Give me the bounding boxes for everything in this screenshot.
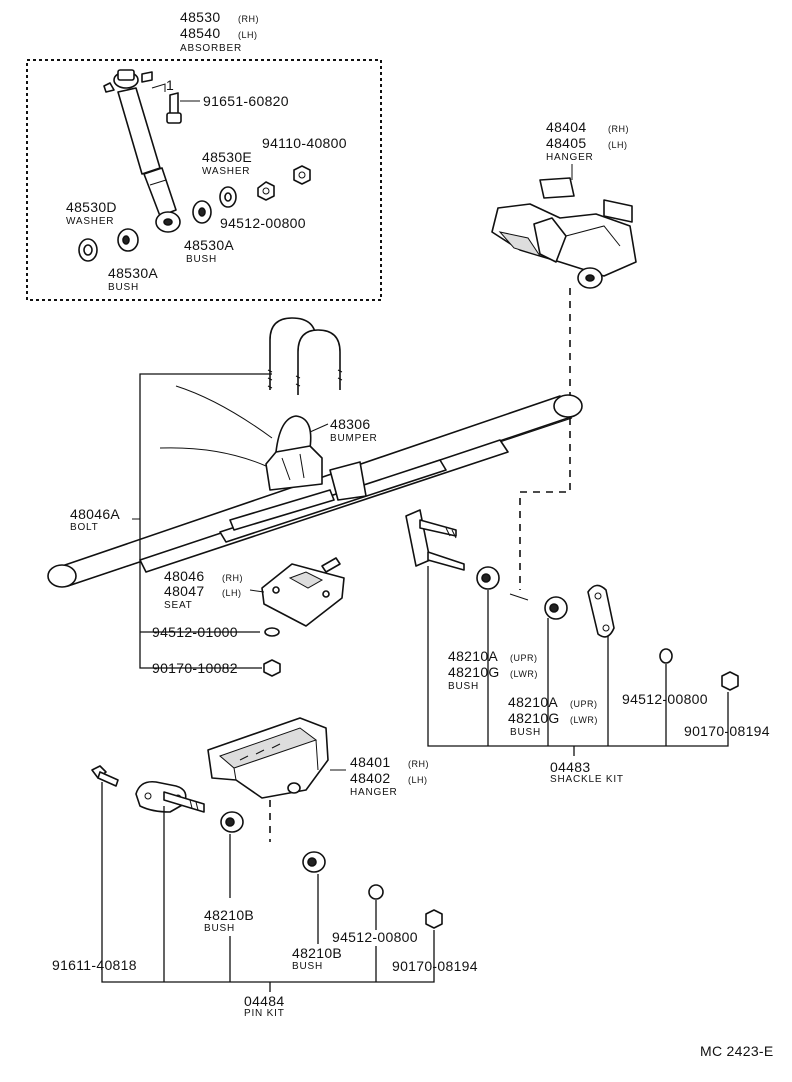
label-bush-b2: BUSH (292, 961, 323, 972)
label-48530d: 48530D (66, 199, 117, 215)
label-absorber: ABSORBER (180, 43, 242, 54)
absorber-group-box (26, 59, 382, 301)
label-48530e: 48530E (202, 149, 252, 165)
label-48405: 48405 (546, 135, 586, 151)
label-48210g-lwr-2-side: (LWR) (570, 715, 598, 725)
label-48210b-1: 48210B (204, 907, 254, 923)
label-94512-00800-top: 94512-00800 (220, 215, 306, 231)
label-48530a-right: 48530A (184, 237, 234, 253)
shackle-washer-icon (659, 648, 673, 664)
label-48047-side: (LH) (222, 588, 242, 598)
label-48046-side: (RH) (222, 573, 243, 583)
label-48405-side: (LH) (608, 140, 628, 150)
label-bush-s1: BUSH (448, 681, 479, 692)
label-94512-00800-bot: 94512-00800 (332, 929, 418, 945)
label-bush-s2: BUSH (510, 727, 541, 738)
label-48046: 48046 (164, 568, 204, 584)
leaf-spring-illustration (47, 394, 583, 588)
label-48210g-lwr-1: 48210G (448, 664, 500, 680)
label-94110-40800: 94110-40800 (262, 135, 347, 151)
pin-nut-icon (425, 909, 443, 929)
washer-94512-01000-icon (264, 627, 280, 637)
nut-94512-top-icon (257, 181, 275, 201)
label-washer-d: WASHER (66, 216, 114, 227)
shackle-nut-icon (721, 671, 739, 691)
shackle-bush-lower-icon (544, 596, 568, 620)
rear-hanger-illustration (491, 177, 637, 289)
label-94512-01000: 94512-01000 (152, 624, 238, 640)
bolt-91611-icon (91, 765, 119, 787)
spring-pin-illustration (135, 780, 205, 813)
label-90170-10082: 90170-10082 (152, 660, 238, 676)
label-bush-right: BUSH (186, 254, 217, 265)
label-pin-kit: PIN KIT (244, 1008, 285, 1019)
label-04484: 04484 (244, 993, 284, 1009)
figure-code: MC 2423-E (700, 1043, 774, 1059)
label-90170-08194-mid: 90170-08194 (684, 723, 770, 739)
label-48210b-2: 48210B (292, 945, 342, 961)
label-48046a: 48046A (70, 506, 120, 522)
front-hanger-illustration (207, 717, 329, 799)
pin-bush-2-icon (302, 851, 326, 873)
label-48210g-lwr-1-side: (LWR) (510, 669, 538, 679)
label-bush-b1: BUSH (204, 923, 235, 934)
label-48401: 48401 (350, 754, 390, 770)
label-shackle-kit: SHACKLE KIT (550, 774, 624, 785)
label-48401-side: (RH) (408, 759, 429, 769)
label-48210a-upr-1: 48210A (448, 648, 498, 664)
label-48540-side: (LH) (238, 30, 258, 40)
label-48210a-upr-2: 48210A (508, 694, 558, 710)
u-bolt-illustration (267, 317, 343, 395)
label-48210g-lwr-2: 48210G (508, 710, 560, 726)
washer-48530d-icon (78, 238, 98, 262)
bush-48530a-left-icon (117, 228, 139, 252)
shackle-plate-inner-illustration (405, 509, 465, 571)
label-91611-40818: 91611-40818 (52, 957, 137, 973)
label-48404-side: (RH) (608, 124, 629, 134)
seat-48046-illustration (261, 557, 345, 627)
label-48404: 48404 (546, 119, 586, 135)
label-bolt: BOLT (70, 522, 99, 533)
label-48306: 48306 (330, 416, 370, 432)
pin-bush-1-icon (220, 811, 244, 833)
shock-absorber-illustration (103, 69, 181, 233)
bumper-48306-illustration (265, 415, 323, 491)
label-bumper: BUMPER (330, 433, 378, 444)
nut-90170-10082-icon (263, 659, 281, 677)
pin-washer-icon (368, 884, 384, 900)
label-91651-60820: 91651-60820 (203, 93, 289, 109)
label-48530a-left: 48530A (108, 265, 158, 281)
shackle-plate-outer-illustration (587, 584, 615, 638)
label-90170-08194-bot: 90170-08194 (392, 958, 478, 974)
label-seat: SEAT (164, 600, 193, 611)
label-washer-e: WASHER (202, 166, 250, 177)
callout-1: 1 (166, 77, 174, 93)
label-48402: 48402 (350, 770, 390, 786)
label-48210a-upr-1-side: (UPR) (510, 653, 538, 663)
nut-94110-icon (293, 165, 311, 185)
label-48530: 48530 (180, 9, 220, 25)
bolt-91651-icon (166, 92, 182, 124)
label-bush-left: BUSH (108, 282, 139, 293)
label-48540: 48540 (180, 25, 220, 41)
label-hanger-bot: HANGER (350, 787, 398, 798)
shackle-bush-upper-icon (476, 566, 500, 590)
label-04483: 04483 (550, 759, 590, 775)
label-48530-side: (RH) (238, 14, 259, 24)
label-94512-00800-mid: 94512-00800 (622, 691, 708, 707)
bush-48530a-right-icon (192, 200, 212, 224)
label-hanger-top: HANGER (546, 152, 594, 163)
label-48047: 48047 (164, 583, 204, 599)
label-48210a-upr-2-side: (UPR) (570, 699, 598, 709)
label-48402-side: (LH) (408, 775, 428, 785)
